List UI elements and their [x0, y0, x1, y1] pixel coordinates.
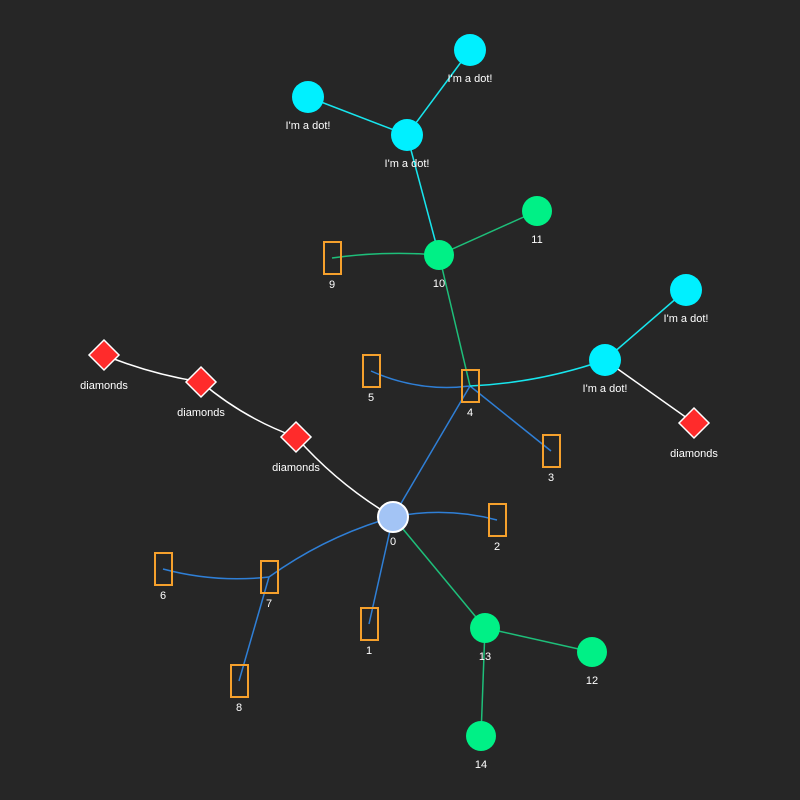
node-label: I'm a dot! — [583, 383, 628, 395]
rect-shape — [542, 434, 561, 468]
diamond-shape — [677, 406, 711, 440]
rect-shape — [323, 241, 342, 275]
node-n7[interactable]: 7 — [260, 560, 279, 610]
node-n8[interactable]: 8 — [230, 664, 249, 714]
green-circle-shape — [470, 613, 500, 643]
cyan-dot-shape — [670, 274, 702, 306]
rect-shape — [461, 369, 480, 403]
rect-shape — [230, 664, 249, 698]
node-label: 13 — [479, 651, 491, 663]
node-label: 1 — [366, 645, 372, 657]
node-label: 12 — [586, 675, 598, 687]
rect-shape — [154, 552, 173, 586]
rect-shape — [362, 354, 381, 388]
edge-n7-n8 — [238, 576, 270, 682]
node-n2[interactable]: 2 — [488, 503, 507, 553]
node-n13[interactable]: 13 — [470, 613, 500, 663]
rect-shape — [260, 560, 279, 594]
cyan-dot-shape — [454, 34, 486, 66]
node-label: diamonds — [80, 380, 128, 392]
node-label: 0 — [390, 536, 396, 548]
node-label: 5 — [368, 392, 374, 404]
green-circle-shape — [522, 196, 552, 226]
node-n14[interactable]: 14 — [466, 721, 496, 771]
cyan-dot-shape — [292, 81, 324, 113]
node-d4[interactable]: I'm a dot! — [583, 344, 628, 395]
node-m2[interactable]: diamonds — [177, 365, 225, 419]
node-n4[interactable]: 4 — [461, 369, 480, 419]
node-n1[interactable]: 1 — [360, 607, 379, 657]
rect-shape — [488, 503, 507, 537]
diamond-shape — [87, 338, 121, 372]
node-m1[interactable]: diamonds — [80, 338, 128, 392]
node-n11[interactable]: 11 — [522, 196, 552, 246]
cyan-dot-shape — [589, 344, 621, 376]
node-label: 6 — [160, 590, 166, 602]
node-n0[interactable]: 0 — [377, 501, 409, 548]
node-label: diamonds — [177, 407, 225, 419]
node-label: 11 — [531, 234, 542, 246]
node-d1[interactable]: I'm a dot! — [385, 119, 430, 170]
node-label: 8 — [236, 702, 242, 714]
node-label: I'm a dot! — [385, 158, 430, 170]
node-label: I'm a dot! — [664, 313, 709, 325]
green-circle-shape — [466, 721, 496, 751]
node-d5[interactable]: I'm a dot! — [664, 274, 709, 325]
node-label: 14 — [475, 759, 487, 771]
node-label: diamonds — [670, 448, 718, 460]
node-label: I'm a dot! — [286, 120, 331, 132]
diamond-shape — [279, 420, 313, 454]
node-n9[interactable]: 9 — [323, 241, 342, 291]
edge-n7-n6 — [162, 568, 270, 580]
green-circle-shape — [577, 637, 607, 667]
node-label: diamonds — [272, 462, 320, 474]
node-label: 9 — [329, 279, 335, 291]
root-circle-shape — [377, 501, 409, 533]
rect-shape — [360, 607, 379, 641]
edge-n0-n13 — [392, 516, 486, 629]
node-m4[interactable]: diamonds — [670, 406, 718, 460]
node-label: 10 — [433, 278, 445, 290]
green-circle-shape — [424, 240, 454, 270]
node-d3[interactable]: I'm a dot! — [286, 81, 331, 132]
node-n3[interactable]: 3 — [542, 434, 561, 484]
node-label: 4 — [467, 407, 473, 419]
node-label: I'm a dot! — [448, 73, 493, 85]
edge-n4-n5 — [370, 370, 471, 389]
cyan-dot-shape — [391, 119, 423, 151]
node-n5[interactable]: 5 — [362, 354, 381, 404]
node-n12[interactable]: 12 — [577, 637, 607, 687]
node-n10[interactable]: 10 — [424, 240, 454, 290]
node-label: 7 — [266, 598, 272, 610]
node-label: 3 — [548, 472, 554, 484]
node-label: 2 — [494, 541, 500, 553]
node-n6[interactable]: 6 — [154, 552, 173, 602]
diamond-shape — [184, 365, 218, 399]
node-m3[interactable]: diamonds — [272, 420, 320, 474]
node-d2[interactable]: I'm a dot! — [448, 34, 493, 85]
